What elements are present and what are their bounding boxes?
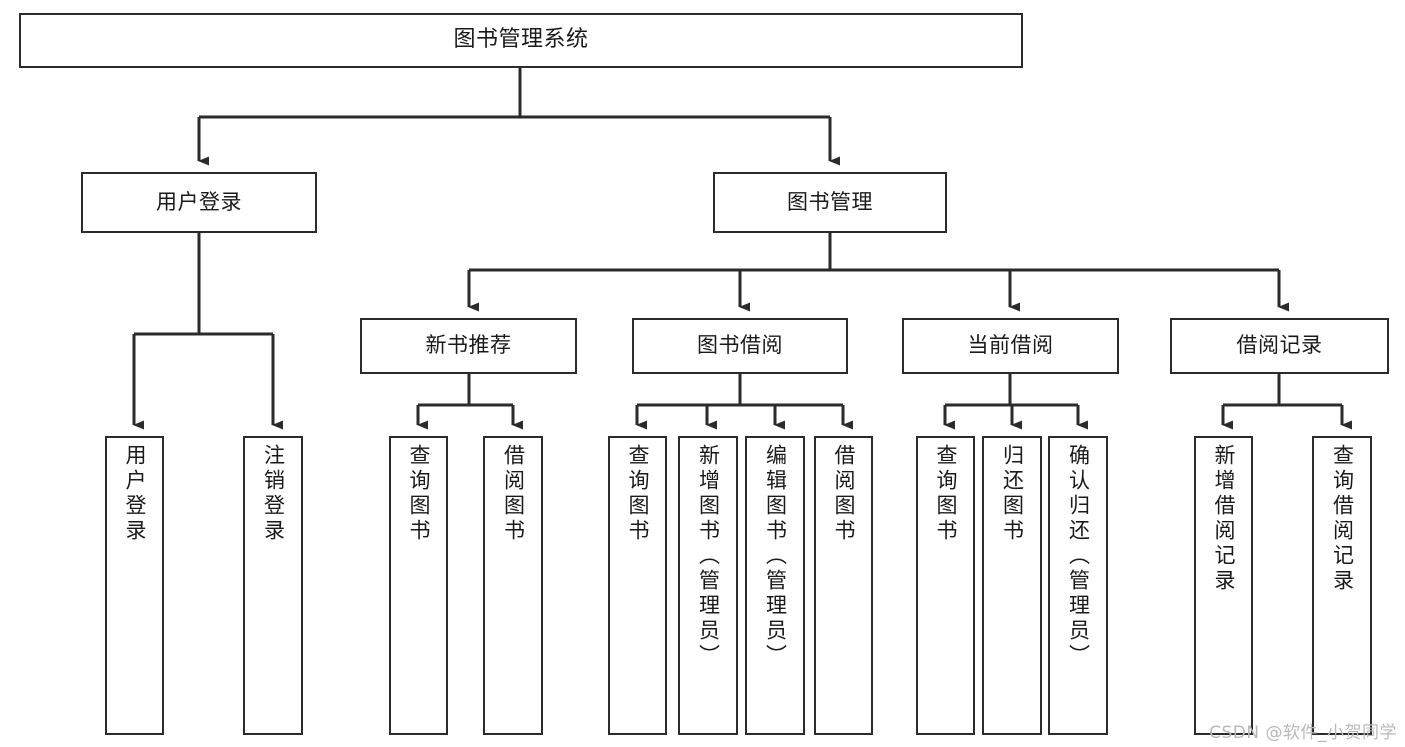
node-label: 用户登录	[123, 444, 147, 544]
node-book-management[interactable]: 图书管理	[713, 172, 947, 233]
node-label: 借阅图书	[832, 444, 856, 544]
node-label: 归还图书	[1000, 444, 1025, 544]
node-label: 图书管理系统	[453, 27, 589, 53]
node-leaf-add-record[interactable]: 新增借阅记录	[1194, 436, 1253, 735]
node-label: 用户登录	[156, 189, 242, 214]
node-label: 查询图书	[626, 444, 650, 544]
node-leaf-user-login[interactable]: 用户登录	[105, 436, 164, 735]
node-leaf-add-book[interactable]: 新增图书（管理员）	[678, 436, 738, 735]
node-leaf-query-book-3[interactable]: 查询图书	[916, 436, 975, 735]
node-leaf-query-record[interactable]: 查询借阅记录	[1312, 436, 1372, 735]
node-leaf-query-book-2[interactable]: 查询图书	[608, 436, 667, 735]
node-label: 查询图书	[407, 444, 431, 544]
node-label: 查询图书	[934, 444, 958, 544]
node-leaf-return-book[interactable]: 归还图书	[982, 436, 1042, 735]
node-label: 图书管理	[787, 189, 873, 214]
node-leaf-borrow-book-2[interactable]: 借阅图书	[814, 436, 873, 735]
node-root-book-management-system[interactable]: 图书管理系统	[19, 13, 1023, 68]
node-label: 编辑图书（管理员）	[763, 444, 788, 669]
node-leaf-edit-book[interactable]: 编辑图书（管理员）	[745, 436, 805, 735]
node-label: 新书推荐	[425, 333, 512, 358]
node-label: 新增借阅记录	[1212, 444, 1236, 594]
node-leaf-confirm-return[interactable]: 确认归还（管理员）	[1048, 436, 1108, 735]
node-label: 查询借阅记录	[1330, 444, 1355, 594]
node-leaf-borrow-book-1[interactable]: 借阅图书	[483, 436, 543, 735]
node-label: 注销登录	[261, 444, 286, 544]
node-leaf-query-book-1[interactable]: 查询图书	[389, 436, 448, 735]
node-new-book-recommend[interactable]: 新书推荐	[360, 318, 577, 374]
watermark: CSDN @软件_小贺同学	[1209, 723, 1397, 743]
node-current-borrow[interactable]: 当前借阅	[902, 318, 1119, 374]
node-label: 确认归还（管理员）	[1066, 444, 1091, 669]
node-label: 当前借阅	[967, 333, 1054, 358]
node-borrow-record[interactable]: 借阅记录	[1170, 318, 1389, 374]
node-label: 图书借阅	[697, 333, 783, 358]
node-label: 借阅记录	[1236, 333, 1323, 358]
node-label: 新增图书（管理员）	[696, 444, 721, 669]
node-user-login[interactable]: 用户登录	[81, 172, 317, 233]
node-leaf-logout[interactable]: 注销登录	[243, 436, 303, 735]
node-label: 借阅图书	[501, 444, 526, 544]
node-book-borrow[interactable]: 图书借阅	[632, 318, 848, 374]
